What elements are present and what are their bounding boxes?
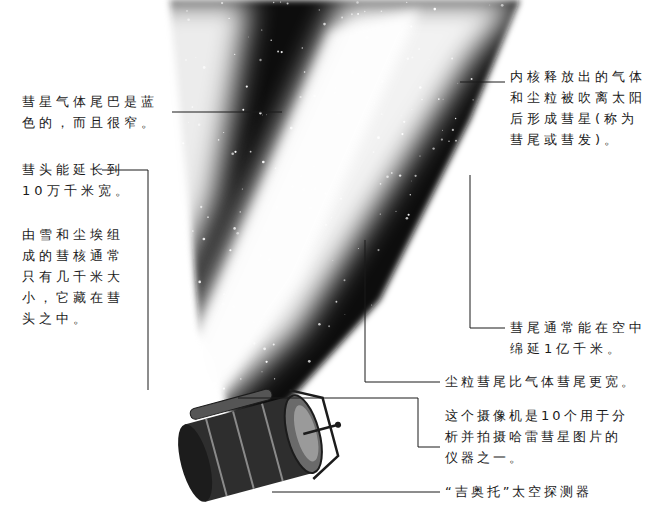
star [287, 2, 289, 4]
probe-band [233, 411, 254, 488]
star [395, 211, 396, 212]
star [377, 249, 379, 251]
star [277, 51, 279, 53]
star [203, 238, 206, 241]
star [270, 39, 272, 41]
probe-rear [171, 421, 219, 506]
star [234, 151, 236, 153]
star [335, 301, 337, 303]
star [261, 371, 262, 372]
star [265, 114, 267, 116]
star [304, 71, 306, 73]
camera [189, 388, 273, 420]
star [274, 378, 275, 379]
leader-line [238, 398, 440, 447]
star [261, 29, 262, 30]
star [399, 174, 401, 176]
star [473, 99, 474, 100]
star [273, 2, 274, 3]
giotto-probe [168, 373, 353, 511]
star [471, 78, 473, 80]
star [242, 188, 243, 189]
star [246, 86, 248, 88]
star [371, 304, 373, 306]
star [233, 227, 236, 230]
star [240, 211, 241, 212]
star [410, 194, 411, 195]
leader-lines [102, 82, 505, 492]
star [380, 213, 381, 214]
star [259, 59, 261, 61]
star [410, 180, 412, 182]
leader-line [470, 175, 505, 328]
star [280, 1, 281, 2]
star [358, 248, 359, 249]
star [406, 217, 409, 220]
probe-band [206, 419, 227, 496]
star [344, 313, 346, 315]
star [242, 109, 244, 111]
star [250, 151, 252, 153]
probe-axis-end [334, 421, 341, 428]
star [442, 130, 443, 131]
star [448, 140, 449, 141]
star [457, 82, 459, 84]
callout-text: 彗尾通常能在空中 绵延1亿千米。 [510, 317, 654, 359]
star [415, 175, 417, 177]
star [455, 118, 456, 119]
leader-line [272, 492, 440, 493]
star [319, 9, 320, 10]
callout-text: 内核释放出的气体 和尘粒被吹离太阳 后形成彗星(称为 彗尾或彗发)。 [510, 66, 654, 150]
star [302, 47, 304, 49]
star [198, 281, 201, 284]
leader-line [172, 112, 282, 113]
star [318, 323, 321, 326]
callout-text: 由雪和尘埃组 成的彗核通常 只有几千米大 小，它藏在彗 头之中。 [22, 224, 134, 329]
probe-frame [289, 382, 342, 479]
probe-axis [303, 425, 338, 434]
star [432, 147, 434, 149]
leader-line [365, 240, 440, 382]
callout-text: 彗头能延长到 10万千米宽。 [22, 159, 134, 201]
star [452, 129, 454, 131]
probe-band [262, 404, 283, 481]
star [455, 140, 457, 142]
star [344, 279, 346, 281]
star [262, 114, 264, 116]
star [247, 36, 249, 38]
star [408, 214, 410, 216]
star [308, 360, 311, 363]
callout-text: 尘粒彗尾比气体彗尾更宽。 [445, 371, 637, 392]
callout-text: “吉奥托”太空探测器 [445, 481, 592, 502]
star [231, 152, 234, 155]
star [419, 155, 420, 156]
callout-text: 这个摄像机是10个用于分 析并拍摄哈雷彗星图片的 仪器之一。 [445, 405, 635, 468]
star [281, 51, 283, 53]
leader-line [460, 82, 505, 83]
dust-tail-core [160, 10, 420, 420]
star [328, 325, 330, 327]
probe-shield [277, 391, 329, 477]
star [323, 23, 326, 26]
star [441, 138, 443, 140]
star [262, 161, 265, 164]
callout-text: 彗星气体尾巴是蓝 色的，而且很窄。 [22, 91, 172, 133]
